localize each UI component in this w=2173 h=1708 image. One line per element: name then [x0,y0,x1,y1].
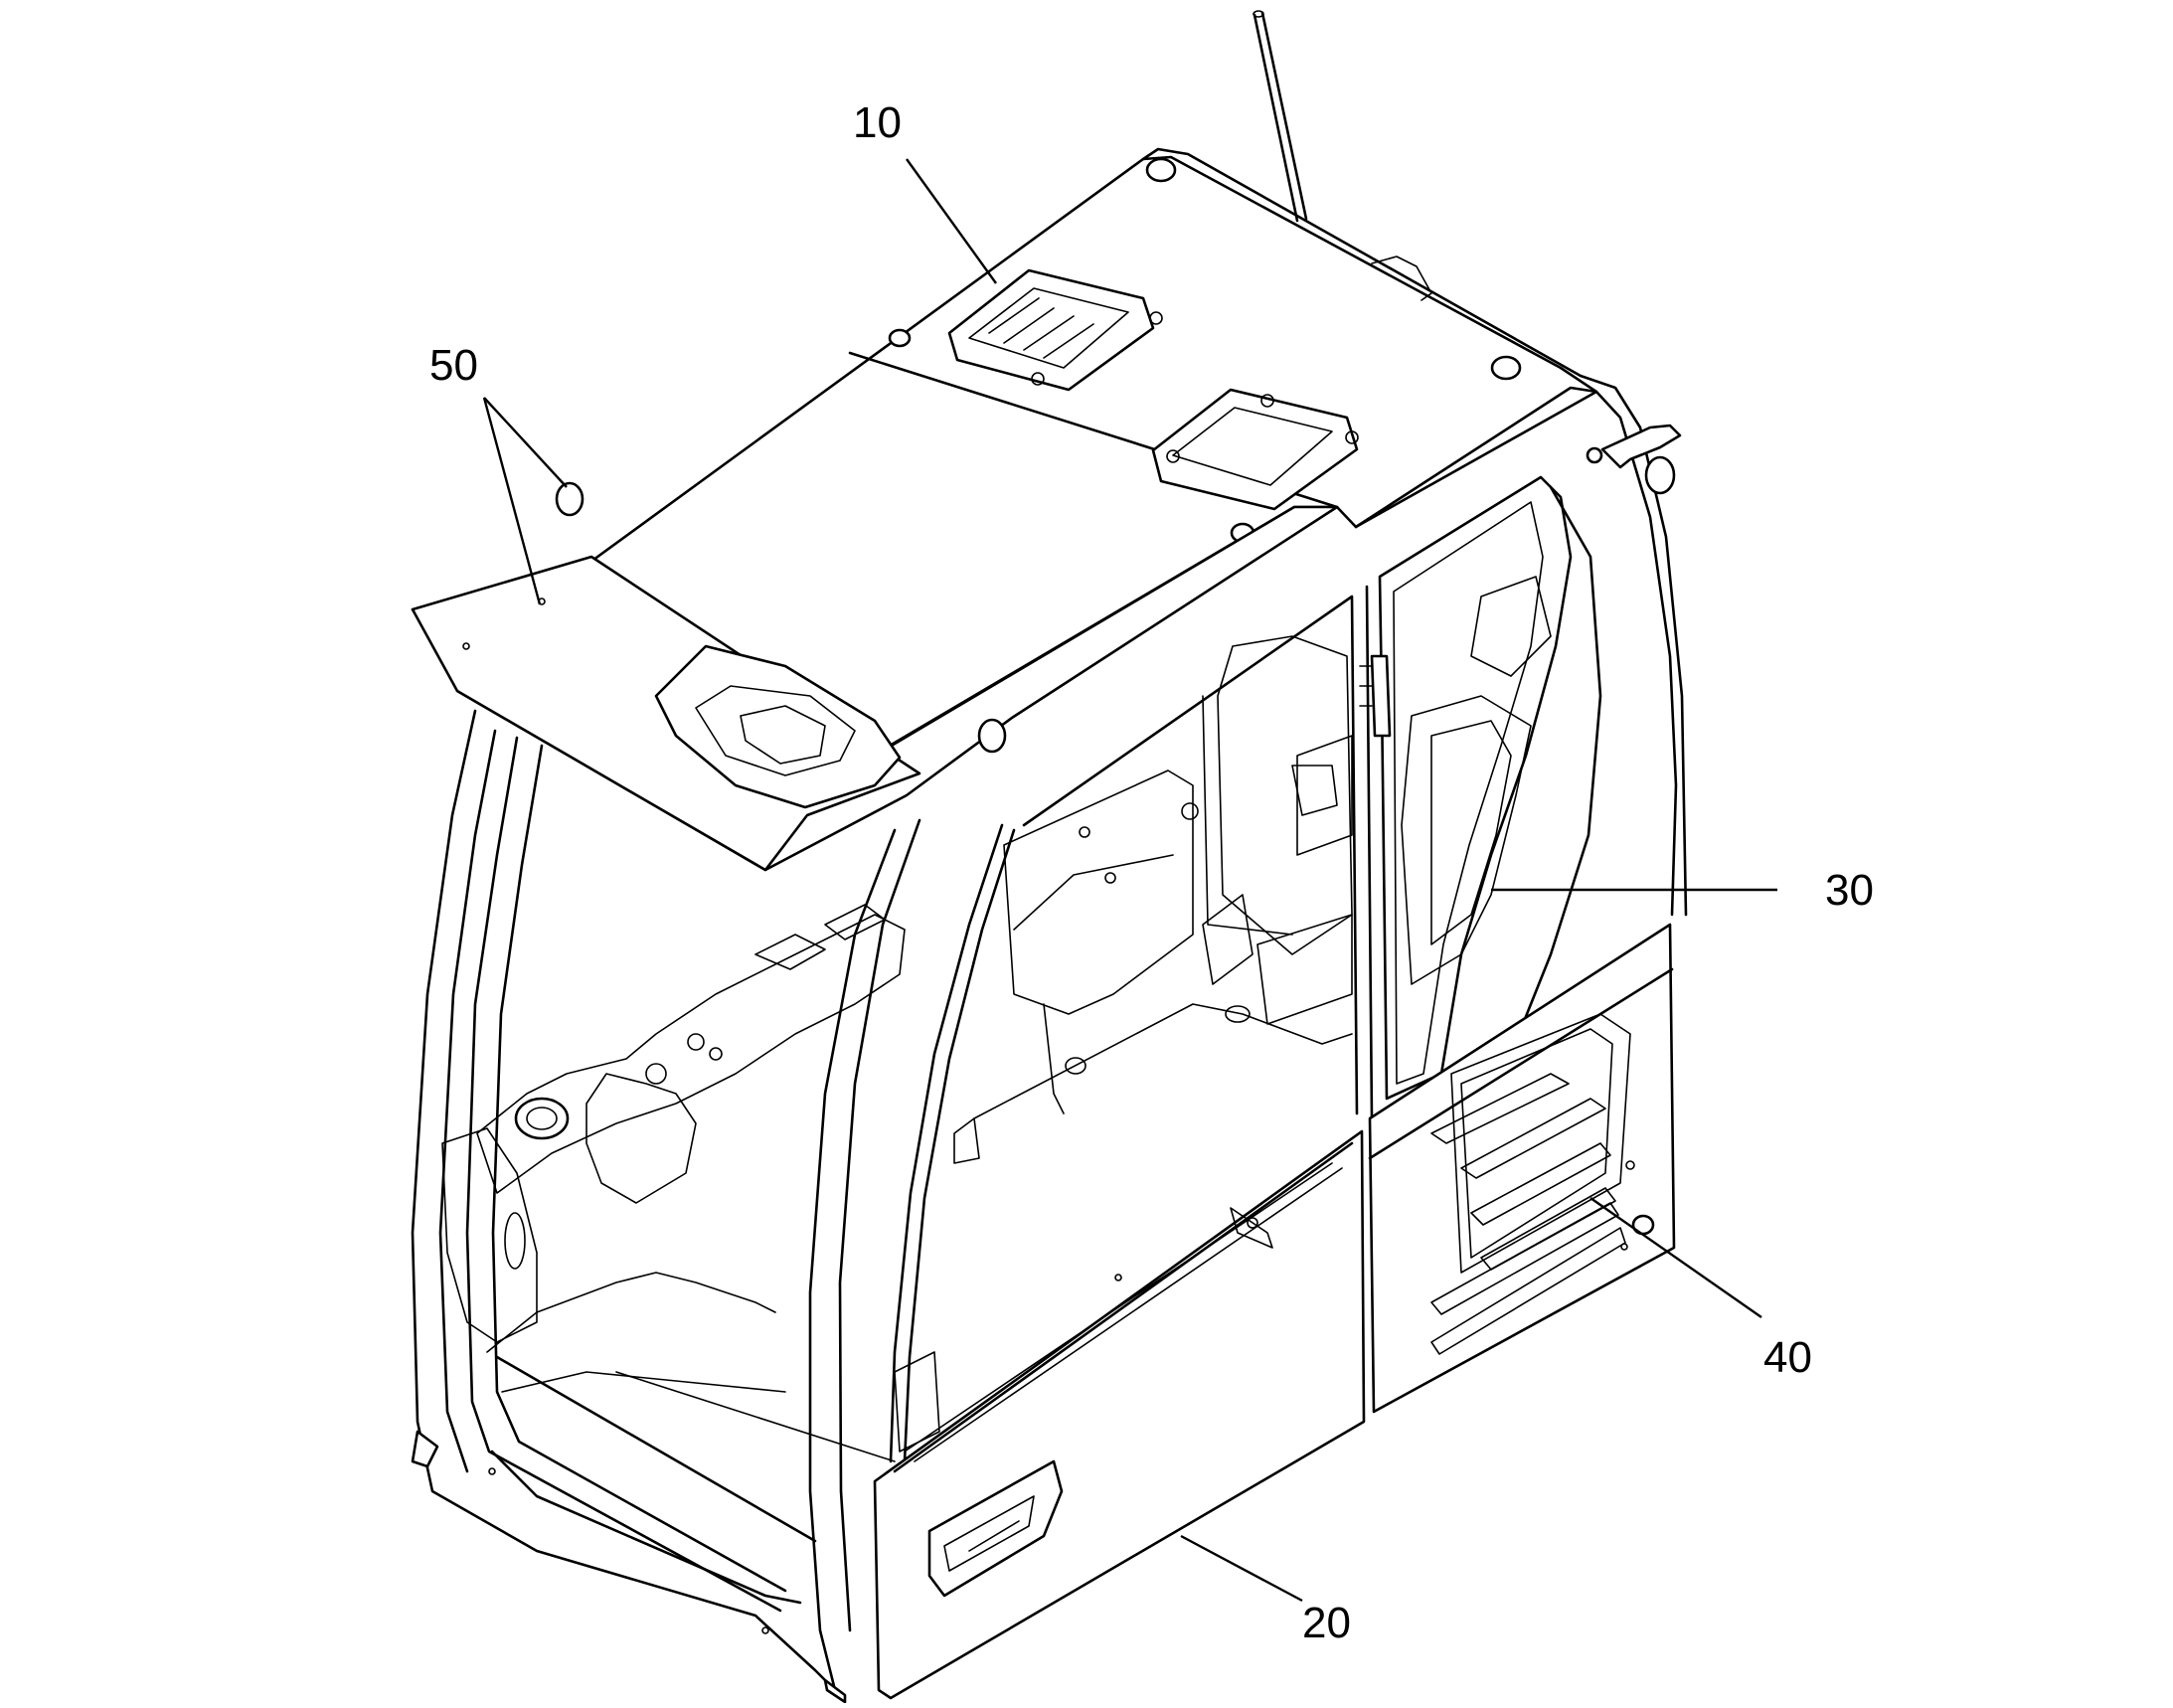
rear-side-panel [1368,923,1676,1414]
leader-lines [482,158,1777,1603]
front-window-frame [411,709,837,1692]
callout-30: 30 [1825,866,1874,915]
roof-panel [555,147,1598,797]
callout-labels: 10 50 30 40 20 [429,98,1874,1647]
leader-50b [482,397,542,605]
leader-40 [1589,1197,1762,1318]
callout-50: 50 [429,341,478,390]
leader-20 [1180,1534,1303,1603]
sunshade-visor [411,481,1339,872]
callout-10: 10 [853,98,902,147]
right-side-frame [1354,374,1688,1101]
cab-interior [441,695,1353,1462]
leader-50a [483,397,568,488]
cab-door [873,585,1374,1700]
leader-10 [906,158,997,284]
antenna [1253,10,1308,223]
callout-20: 20 [1302,1599,1351,1647]
callout-40: 40 [1763,1333,1812,1382]
